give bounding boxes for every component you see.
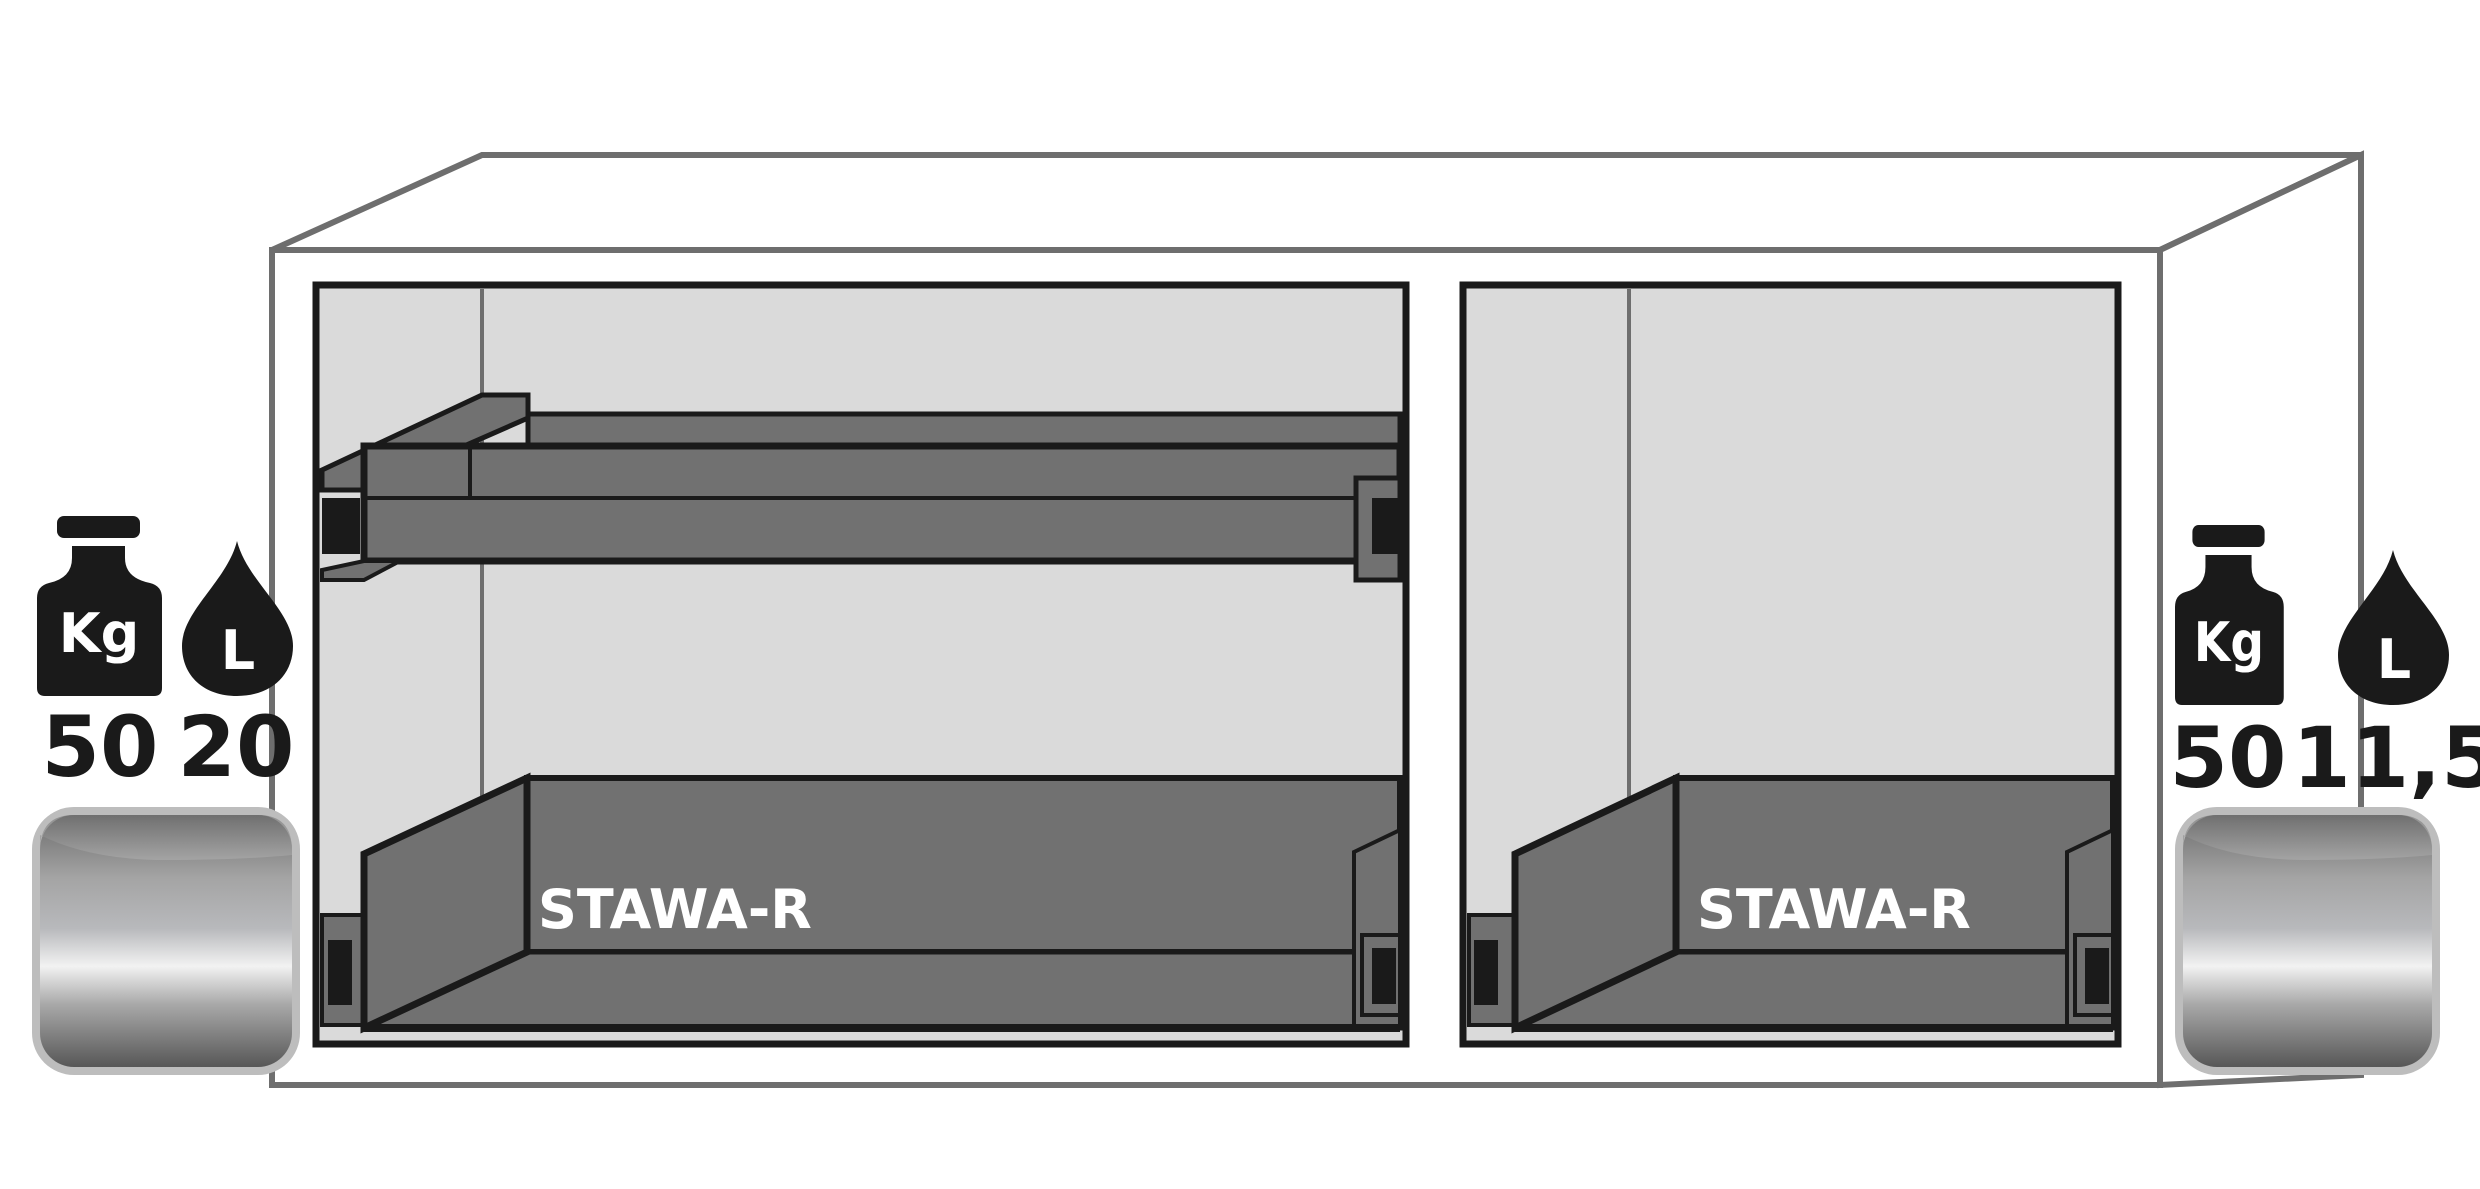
drawer-label: STAWA-R	[1697, 878, 1971, 941]
left-drawer[interactable]: STAWA-R	[320, 772, 1403, 1034]
max-load-kg: 50	[2170, 709, 2287, 807]
svg-text:Kg: Kg	[2194, 611, 2264, 674]
weight-icon: Kg	[37, 516, 162, 696]
svg-text:Kg: Kg	[59, 602, 140, 665]
left-specs: Kg L 50 20	[32, 516, 300, 1075]
right-specs: Kg L 50 11,5	[2170, 525, 2480, 1075]
capacity-liters: 20	[178, 698, 295, 796]
drop-icon: L	[182, 541, 293, 696]
right-drawer[interactable]: STAWA-R	[1467, 772, 2116, 1034]
svg-text:L: L	[221, 619, 255, 682]
right-compartment: STAWA-R	[1459, 281, 2122, 1048]
svg-text:L: L	[2377, 628, 2411, 691]
upper-shelf	[319, 392, 1404, 583]
stainless-steel-swatch	[2175, 807, 2440, 1075]
max-load-kg: 50	[42, 698, 159, 796]
capacity-liters: 11,5	[2292, 709, 2480, 807]
left-compartment: STAWA-R	[312, 281, 1410, 1048]
weight-icon: Kg	[2175, 525, 2284, 705]
stainless-steel-swatch	[32, 807, 300, 1075]
drawer-label: STAWA-R	[538, 878, 812, 941]
drop-icon: L	[2338, 550, 2449, 705]
